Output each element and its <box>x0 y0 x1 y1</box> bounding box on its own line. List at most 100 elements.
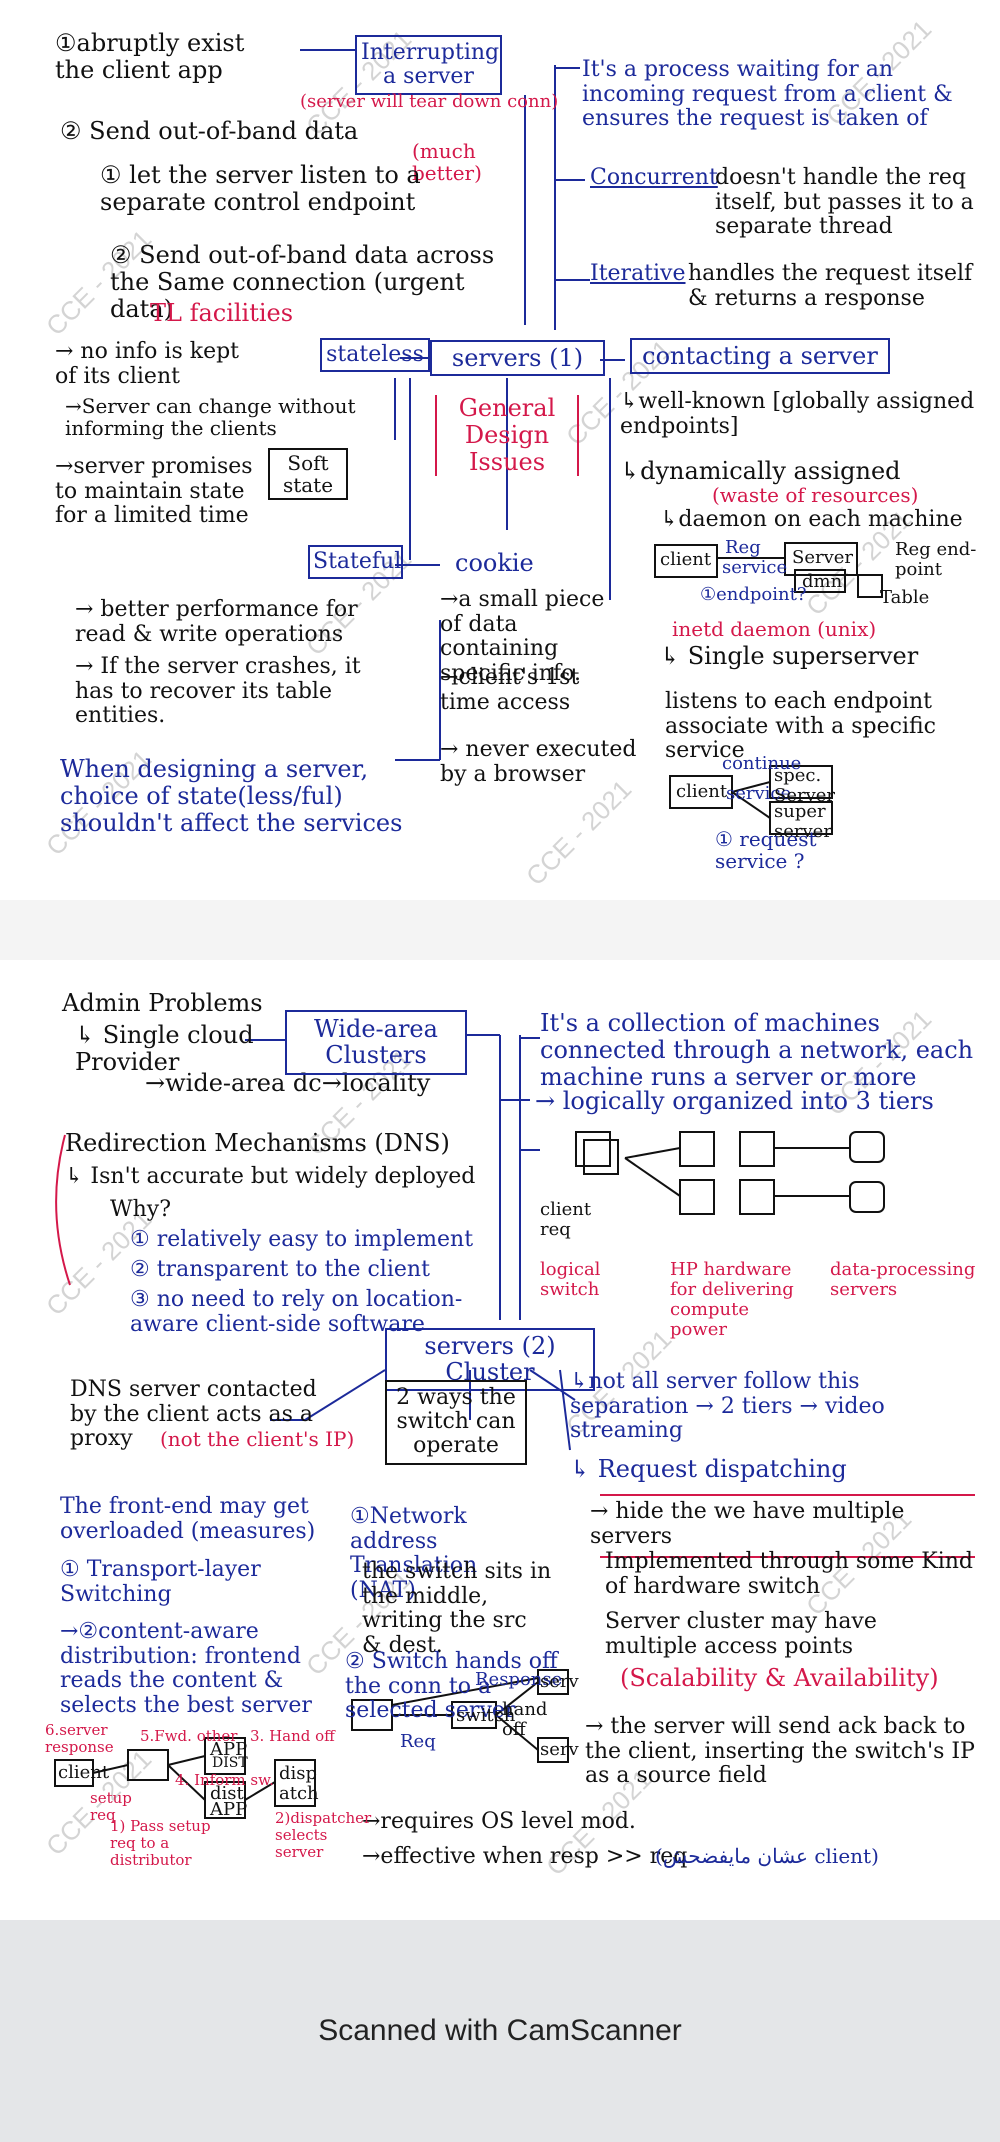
logically-organized-text: → logically organized into 3 tiers <box>535 1087 934 1115</box>
reason-1-text: ① relatively easy to implement <box>130 1227 474 1252</box>
cad-app-label-1: APP <box>210 1739 248 1760</box>
tier-client-req-label: client req <box>540 1199 592 1241</box>
diagram1-service: service <box>722 557 788 578</box>
designing-server-note: When designing a server, choice of state… <box>60 755 403 837</box>
frontend-overloaded-text: The front-end may get overloaded (measur… <box>60 1494 316 1544</box>
soft-state-box: Soft state <box>268 448 348 500</box>
iterative-text: handles the request itself & returns a r… <box>688 261 973 311</box>
daemon-each-machine-text: ↳daemon on each machine <box>660 507 963 532</box>
diagram1-server: Server <box>792 547 854 568</box>
requires-os-mod-text: →requires OS level mod. <box>362 1809 636 1834</box>
redirection-mechanisms-text: Redirection Mechanisms (DNS) <box>65 1129 450 1157</box>
handoff-serv-label-1: serv <box>540 1671 579 1692</box>
cad-inform-label: 4. Inform sw. <box>175 1771 274 1789</box>
reason-3-text: ③ no need to rely on location-aware clie… <box>130 1287 463 1337</box>
nat-description-text: the switch sits in the middle, writing t… <box>362 1559 552 1658</box>
better-performance-text: → better performance for read & write op… <box>75 597 358 647</box>
contacting-server-box: contacting a server <box>630 338 890 375</box>
cad-response-label: 6.server response <box>45 1721 114 1756</box>
server-ack-text: → the server will send ack back to the c… <box>585 1714 975 1789</box>
admin-problems-text: Admin Problems <box>62 989 263 1017</box>
cad-dispatcher-label: disp atch <box>279 1763 319 1805</box>
servers-2-cluster-label: servers (2) Cluster <box>424 1332 556 1387</box>
diagram1-client: client <box>660 549 712 570</box>
not-client-ip-note: (not the client's IP) <box>160 1427 355 1451</box>
diagram2-request: ① request service ? <box>715 827 817 874</box>
interrupting-server-label: Interrupting a server <box>361 40 500 90</box>
much-better-note: (much better) <box>412 139 482 186</box>
server-crashes-text: → If the server crashes, it has to recov… <box>75 654 361 729</box>
diagram1-endpoint: ①endpoint? <box>700 584 807 605</box>
concurrent-text: doesn't handle the req itself, but passe… <box>715 165 974 240</box>
diagram2-continue: continue <box>722 753 802 774</box>
single-superserver-text: ↳ Single superserver <box>660 642 919 670</box>
stateful-label: Stateful <box>313 549 402 574</box>
tier-logical-switch-label: logical switch <box>540 1259 601 1301</box>
wide-area-clusters-label: Wide-area Clusters <box>314 1015 438 1070</box>
nat-text: ①Network address Translation (NAT) <box>350 1504 478 1603</box>
cad-dist-label-1: DIST <box>212 1755 248 1771</box>
dns-server-proxy-text: DNS server contacted by the client acts … <box>70 1377 317 1452</box>
wide-area-clusters-box: Wide-area Clusters <box>285 1010 467 1075</box>
multiple-access-points-text: Server cluster may have multiple access … <box>605 1609 877 1659</box>
general-design-issues: General Design Issues <box>435 395 579 476</box>
content-aware-text: →②content-aware distribution: frontend r… <box>60 1619 312 1718</box>
cad-app-label-2: APP <box>210 1799 248 1820</box>
diagram2-client: client <box>676 781 728 802</box>
superserver-listens-text: listens to each endpoint associate with … <box>665 689 936 764</box>
cad-setup-label: setup req <box>90 1789 132 1824</box>
soft-state-label: Soft state <box>282 451 334 497</box>
two-ways-switch-box: 2 ways the switch can operate <box>385 1380 527 1465</box>
listen-control-endpoint-text: ① let the server listen to a separate co… <box>100 161 421 216</box>
stateless-label: stateless <box>326 342 424 367</box>
effective-when-text: →effective when resp >> req <box>362 1844 688 1869</box>
cad-dist-label-2: dist <box>210 1783 244 1804</box>
cad-pass-label: 1) Pass setup req to a distributor <box>110 1817 211 1869</box>
dynamically-assigned-text: ↳dynamically assigned <box>620 457 901 485</box>
stateless-box: stateless <box>320 338 430 373</box>
not-all-servers-text: ↳not all server follow this separation →… <box>570 1369 885 1444</box>
notes-page-2: CCE - 2021 CCE - 2021 CCE - 2021 CCE - 2… <box>0 960 1000 1920</box>
scanned-with-camscanner-text: Scanned with CamScanner <box>318 2014 682 2047</box>
stateful-box: Stateful <box>308 545 403 580</box>
diagram1-reg-endpoint: Reg end-point <box>895 539 977 581</box>
tl-facilities-note: TL facilities <box>150 299 294 327</box>
reason-2-text: ② transparent to the client <box>130 1257 430 1282</box>
inetd-daemon-note: inetd daemon (unix) <box>672 617 877 641</box>
iterative-label: Iterative <box>590 261 686 286</box>
camscanner-footer: Scanned with CamScanner <box>0 1920 1000 2142</box>
cookie-title: cookie <box>455 549 534 577</box>
cad-client-label: client <box>58 1762 110 1783</box>
concurrent-label: Concurrent <box>590 165 718 190</box>
handoff-req-label: Req <box>400 1731 436 1752</box>
isnt-accurate-text: ↳ Isn't accurate but widely deployed <box>65 1164 476 1189</box>
arabic-note: (عشان مايفضحش client) <box>655 1844 879 1868</box>
handoff-switch-label: switch <box>456 1705 516 1726</box>
send-oob-text: ② Send out-of-band data <box>60 117 359 145</box>
interrupting-server-box: Interrupting a server <box>355 35 502 96</box>
tier-hp-hardware-label: HP hardware for delivering compute power <box>670 1259 794 1341</box>
cluster-definition-text: It's a collection of machines connected … <box>540 1009 974 1091</box>
diagram1-reg: Reg <box>725 537 761 558</box>
servers-1-label: servers (1) <box>451 344 584 372</box>
waste-resources-note: (waste of resources) <box>712 483 919 507</box>
switch-handoff-text: ② Switch hands off the conn to a selecte… <box>345 1649 558 1724</box>
contacting-server-label: contacting a server <box>642 342 878 370</box>
page-gap <box>0 900 1000 960</box>
transport-layer-text: ① Transport-layer Switching <box>60 1557 261 1607</box>
server-teardown-note: (server will tear down conn) <box>300 91 559 112</box>
no-info-text: → no info is kept of its client <box>55 339 240 389</box>
server-definition-text: It's a process waiting for an incoming r… <box>582 57 953 132</box>
diagram2-spec-server: spec. Server <box>774 765 836 807</box>
cad-handoff-label: 3. Hand off <box>250 1727 335 1745</box>
single-cloud-provider-text: ↳ Single cloud Provider <box>75 1021 254 1076</box>
cad-selects-label: 2)dispatcher selects server <box>275 1809 372 1861</box>
cookie-small-piece-text: →a small piece of data containing specif… <box>440 587 605 686</box>
cad-fwd-label: 5.Fwd. other <box>140 1727 238 1745</box>
tier-data-processing-label: data-processing servers <box>830 1259 976 1301</box>
server-promises-text: →server promises to maintain state for a… <box>55 454 253 529</box>
handoff-serv-label-2: serv <box>540 1739 579 1760</box>
watermark: CCE - 2021 <box>520 773 638 892</box>
hide-multiple-servers-text: → hide the we have multiple servers <box>590 1499 905 1549</box>
diagram1-table: Table <box>880 587 930 608</box>
